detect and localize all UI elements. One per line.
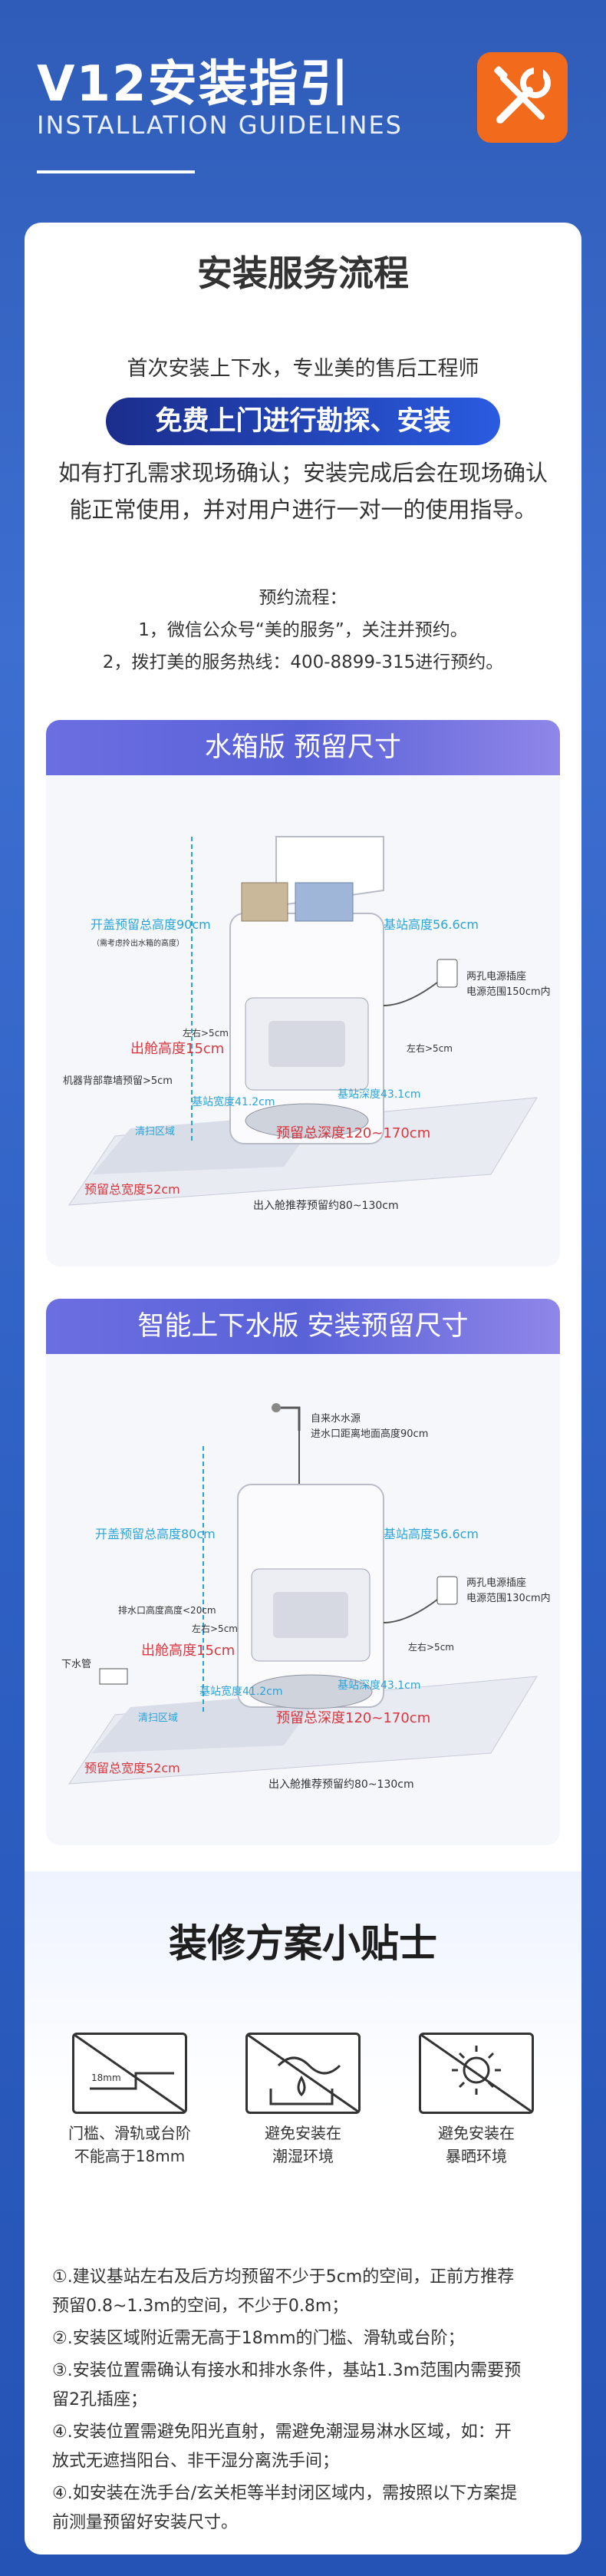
tank-out-height-label: 出舱高度15cm — [130, 1041, 224, 1057]
smart-drain-height-label: 排水口高度高度<20cm — [118, 1604, 216, 1616]
service-highlight-pill: 免费上门进行勘探、安装 — [106, 398, 500, 445]
tank-height-note: （需考虑拎出水箱的高度） — [92, 938, 184, 948]
threshold-tip-label-2: 不能高于18mm — [74, 2147, 186, 2165]
tank-base-width-label: 基站宽度41.2cm — [192, 1095, 275, 1108]
tips-section: 装修方案小贴士 18mm 门槛、滑轨或台阶 不能高于18mm 避免安装在 潮湿环… — [25, 1871, 581, 2555]
tank-socket-range-label: 电源范围150cm内 — [466, 986, 551, 998]
tip-note-1: ①.建议基站左右及后方均预留不少于5cm的空间，正前方推荐 — [52, 2267, 515, 2287]
smart-area-label: 清扫区域 — [138, 1712, 178, 1724]
tank-back-label: 机器背部靠墙预留>5cm — [63, 1075, 173, 1087]
service-intro: 首次安装上下水，专业美的售后工程师 — [127, 357, 479, 381]
tip-note-9: 前测量预留好安装尺寸。 — [52, 2513, 239, 2532]
service-desc-line1: 如有打孔需求现场确认；安装完成后会在现场确认 — [58, 460, 548, 486]
tip-note-8: ④.如安装在洗手台/玄关柜等半封闭区域内，需按照以下方案提 — [52, 2484, 518, 2503]
tank-version-title: 水箱版 预留尺寸 — [46, 720, 560, 775]
tank-depth-total-label: 预留总深度120~170cm — [276, 1125, 430, 1141]
smart-drain-pipe-label: 下水管 — [61, 1659, 91, 1670]
smart-side-label: 左右>5cm — [192, 1623, 238, 1634]
threshold-mark-label: 18mm — [91, 2072, 121, 2083]
smart-exit-label: 出入舱推荐预留约80~130cm — [268, 1778, 414, 1791]
page-header: V12安装指引 INSTALLATION GUIDELINES — [0, 0, 606, 223]
page-title: V12安装指引 — [37, 56, 351, 113]
threshold-tip-label-1: 门槛、滑轨或台阶 — [68, 2124, 191, 2142]
service-desc-line2: 能正常使用，并对用户进行一对一的使用指导。 — [69, 497, 537, 523]
service-title: 安装服务流程 — [197, 253, 409, 294]
humidity-icon — [245, 2033, 361, 2114]
booking-title: 预约流程： — [259, 588, 347, 608]
smart-out-height-label: 出舱高度15cm — [141, 1643, 235, 1659]
smart-water-diagram: 自来水水源 进水口距离地面高度90cm 开盖预留总高度80cm 基站高度56.6… — [61, 1403, 551, 1791]
tank-width-total-label: 预留总宽度52cm — [84, 1182, 180, 1197]
tank-side-label-2: 左右>5cm — [407, 1042, 453, 1054]
threshold-icon: 18mm — [72, 2033, 187, 2114]
tip-note-3: ②.安装区域附近需无高于18mm的门槛、滑轨或台阶； — [52, 2329, 465, 2348]
sunlight-tip-label-2: 暴晒环境 — [446, 2147, 507, 2165]
smart-water-in-label: 自来水水源 — [311, 1413, 361, 1425]
smart-water-panel: 智能上下水版 安装预留尺寸 自来水水源 进水口距离地面高度90cm 开盖预留总高… — [46, 1299, 560, 1845]
smart-width-total-label: 预留总宽度52cm — [84, 1761, 180, 1775]
guide-card: 安装服务流程 首次安装上下水，专业美的售后工程师 免费上门进行勘探、安装 如有打… — [25, 223, 581, 2555]
tank-side-label: 左右>5cm — [183, 1027, 229, 1039]
smart-depth-total-label: 预留总深度120~170cm — [276, 1710, 430, 1726]
smart-side-label-2: 左右>5cm — [408, 1641, 454, 1653]
smart-base-depth-label: 基站深度43.1cm — [338, 1679, 421, 1692]
tips-title: 装修方案小贴士 — [169, 1921, 437, 1966]
tank-exit-label: 出入舱推荐预留约80~130cm — [253, 1200, 399, 1212]
sunlight-icon — [419, 2033, 534, 2114]
tank-area-label: 清扫区域 — [135, 1126, 175, 1138]
sunlight-tip-label-1: 避免安装在 — [438, 2124, 515, 2142]
tip-note-7: 放式无遮挡阳台、非干湿分离洗手间； — [52, 2452, 340, 2471]
smart-base-width-label: 基站宽度41.2cm — [199, 1685, 283, 1698]
tank-base-height-label: 基站高度56.6cm — [384, 917, 479, 932]
smart-water-title: 智能上下水版 安装预留尺寸 — [46, 1299, 560, 1354]
tip-note-6: ④.安装位置需避免阳光直射，需避免潮湿易淋水区域，如：开 — [52, 2422, 512, 2442]
tools-icon — [477, 52, 568, 143]
tank-base-depth-label: 基站深度43.1cm — [338, 1088, 421, 1101]
smart-socket-label: 两孔电源插座 — [466, 1577, 526, 1589]
tip-note-5: 留2孔插座； — [52, 2390, 147, 2409]
page-subtitle: INSTALLATION GUIDELINES — [37, 111, 403, 140]
smart-water-in-height-label: 进水口距离地面高度90cm — [311, 1428, 428, 1440]
humidity-tip-label-1: 避免安装在 — [265, 2124, 341, 2142]
booking-step-1: 1，微信公众号“美的服务”，关注并预约。 — [138, 620, 468, 640]
tank-version-diagram: 开盖预留总高度90cm （需考虑拎出水箱的高度） 基站高度56.6cm 两孔电源… — [63, 836, 551, 1212]
tank-height-label: 开盖预留总高度90cm — [91, 917, 211, 932]
tip-note-4: ③.安装位置需确认有接水和排水条件，基站1.3m范围内需要预 — [52, 2361, 522, 2380]
tip-note-2: 预留0.8~1.3m的空间，不少于0.8m； — [52, 2297, 349, 2316]
smart-socket-range-label: 电源范围130cm内 — [466, 1592, 551, 1604]
booking-step-2: 2，拨打美的服务热线：400-8899-315进行预约。 — [102, 652, 504, 672]
smart-height-label: 开盖预留总高度80cm — [95, 1527, 216, 1541]
title-underline — [37, 170, 195, 173]
smart-base-height-label: 基站高度56.6cm — [384, 1527, 479, 1541]
tank-version-panel: 水箱版 预留尺寸 开盖预留总高度90cm （需考虑拎出水箱的高度） 基站高度56… — [46, 720, 560, 1267]
tank-socket-label: 两孔电源插座 — [466, 971, 526, 983]
humidity-tip-label-2: 潮湿环境 — [272, 2147, 334, 2165]
